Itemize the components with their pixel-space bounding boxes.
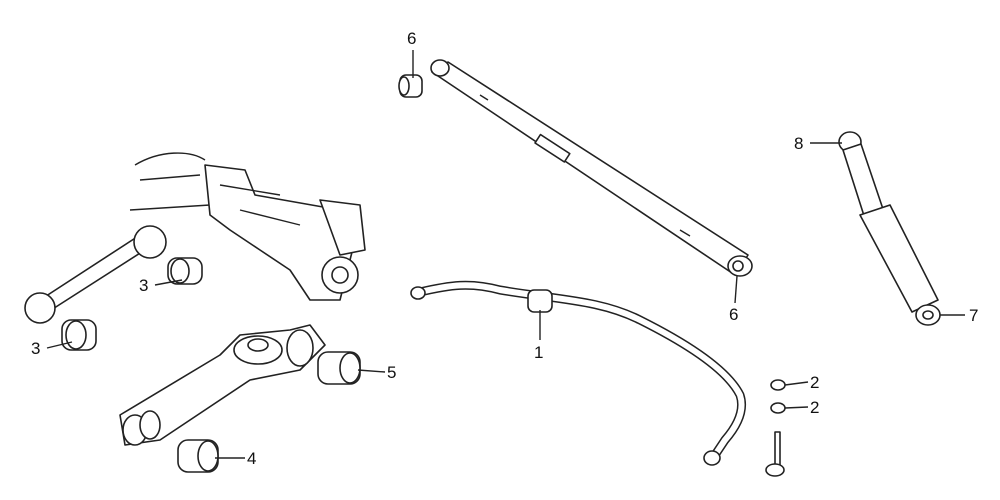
leader-lines	[46, 50, 965, 459]
callout-6-top: 6	[407, 29, 417, 48]
callout-5: 5	[387, 363, 397, 382]
bushing-6-top	[398, 74, 423, 98]
stabilizer-link	[765, 379, 786, 477]
callout-8: 8	[794, 134, 804, 153]
callout-7: 7	[969, 306, 979, 325]
callout-3-lower: 3	[31, 339, 41, 358]
bushing-3-lower	[61, 319, 97, 351]
callout-1: 1	[534, 343, 544, 362]
upper-control-arm	[24, 225, 167, 324]
callout-2-upper: 2	[810, 373, 820, 392]
callout-3-upper: 3	[139, 276, 149, 295]
bushing-4	[177, 439, 219, 473]
callout-6-bottom: 6	[729, 305, 739, 324]
bushing-5	[317, 351, 361, 385]
bushing-3-upper	[167, 257, 203, 285]
callout-2-lower: 2	[810, 398, 820, 417]
lateral-rod	[430, 59, 753, 277]
bushing-1	[527, 289, 553, 313]
shock-absorber	[838, 131, 941, 326]
rear-axle-carrier	[129, 152, 366, 301]
stabilizer-bar	[410, 280, 747, 466]
callout-4: 4	[247, 449, 257, 468]
lower-control-arm	[119, 324, 326, 446]
